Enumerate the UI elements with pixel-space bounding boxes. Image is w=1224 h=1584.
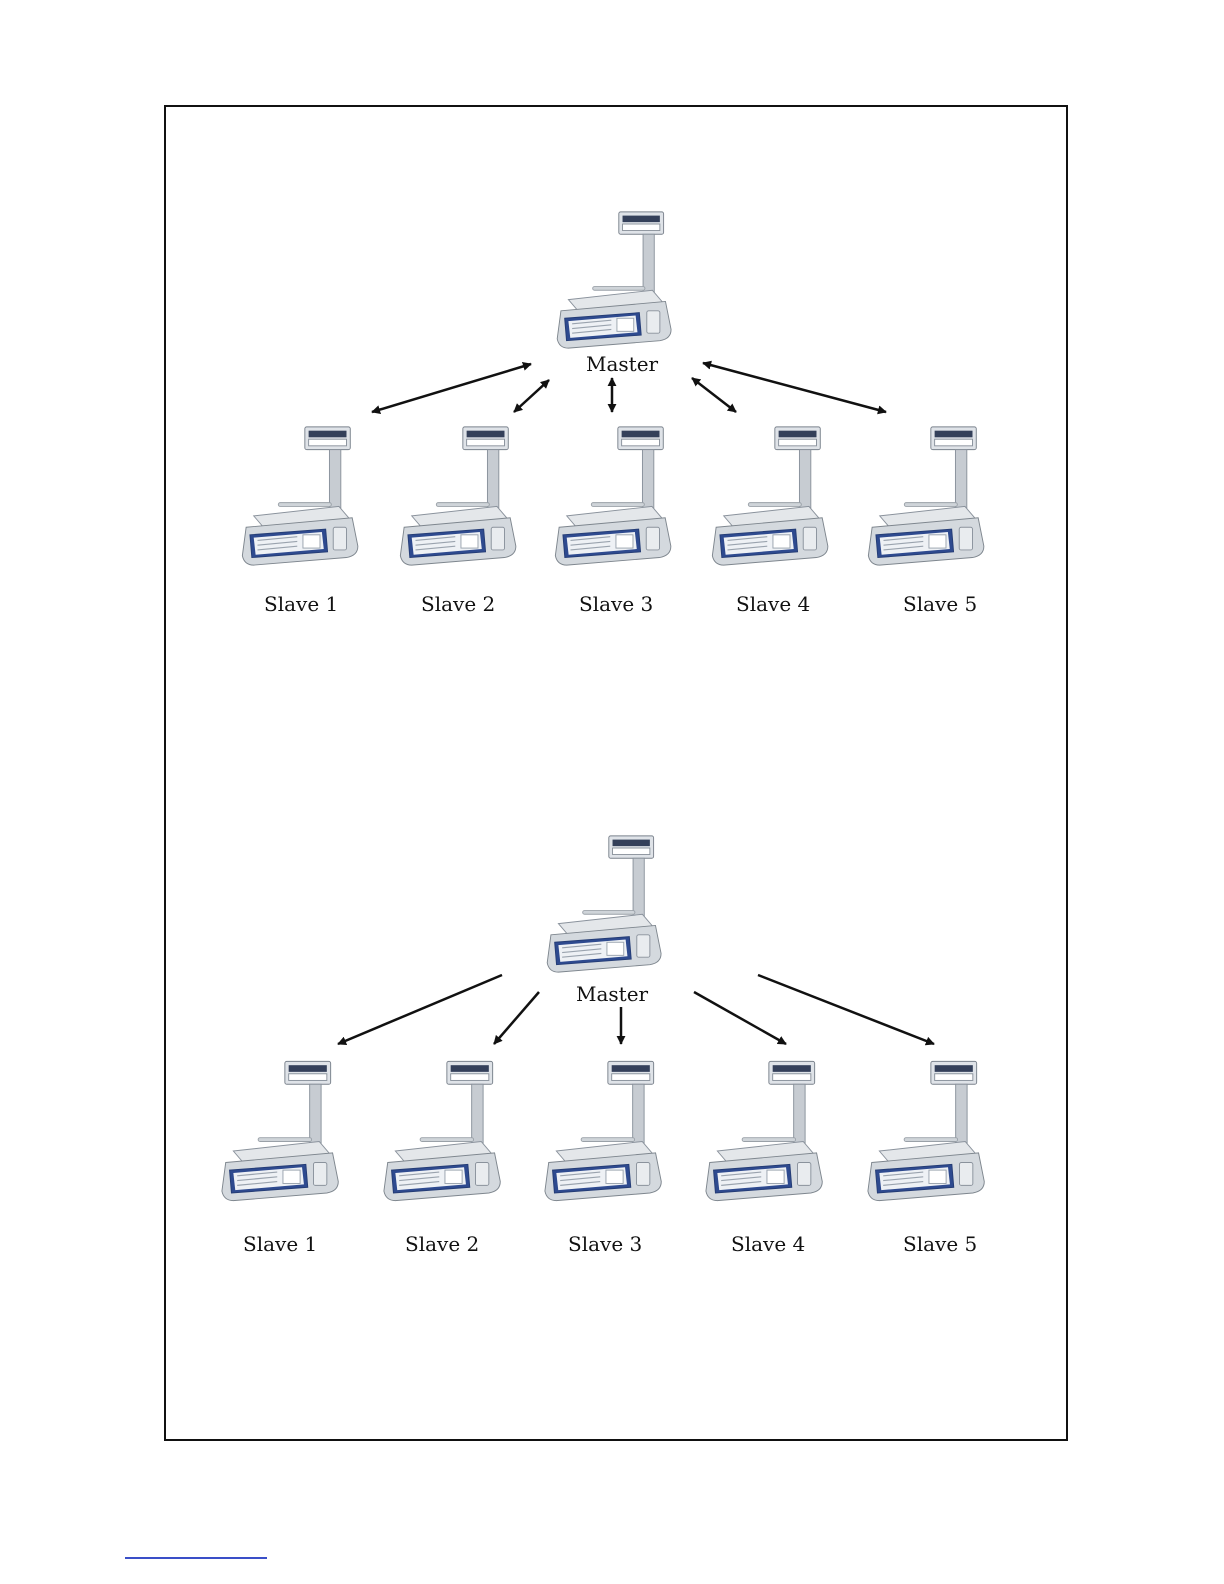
master-scale-icon — [557, 212, 671, 348]
slave-5-scale-icon — [868, 427, 983, 565]
link-master-to-slave-1 — [338, 975, 502, 1044]
slave-3-scale-icon — [555, 427, 670, 565]
slave-3-scale-icon — [545, 1061, 661, 1200]
slave-4-scale-icon — [712, 427, 827, 565]
slave-label: Slave 5 — [903, 1232, 977, 1256]
link-master-to-slave-2 — [494, 992, 539, 1044]
slave-label: Slave 1 — [264, 592, 338, 616]
master-label: Master — [586, 352, 658, 376]
slave-4-scale-icon — [706, 1061, 822, 1200]
link-master-to-slave-4 — [694, 992, 786, 1044]
link-master-slave-4 — [692, 378, 736, 412]
link-master-slave-5 — [703, 363, 886, 412]
link-master-slave-1 — [372, 364, 531, 412]
slave-label: Slave 2 — [421, 592, 495, 616]
link-master-slave-2 — [514, 380, 549, 412]
link-master-to-slave-5 — [758, 975, 934, 1044]
slave-1-scale-icon — [222, 1061, 338, 1200]
master-label: Master — [576, 982, 648, 1006]
slave-5-scale-icon — [868, 1061, 984, 1200]
master-scale-icon — [547, 836, 661, 972]
slave-label: Slave 4 — [731, 1232, 805, 1256]
footer-rule — [125, 1557, 267, 1559]
slave-1-scale-icon — [242, 427, 357, 565]
slave-label: Slave 1 — [243, 1232, 317, 1256]
slave-label: Slave 3 — [568, 1232, 642, 1256]
slave-2-scale-icon — [400, 427, 515, 565]
slave-label: Slave 5 — [903, 592, 977, 616]
slave-label: Slave 2 — [405, 1232, 479, 1256]
slave-2-scale-icon — [384, 1061, 500, 1200]
slave-label: Slave 4 — [736, 592, 810, 616]
slave-label: Slave 3 — [579, 592, 653, 616]
